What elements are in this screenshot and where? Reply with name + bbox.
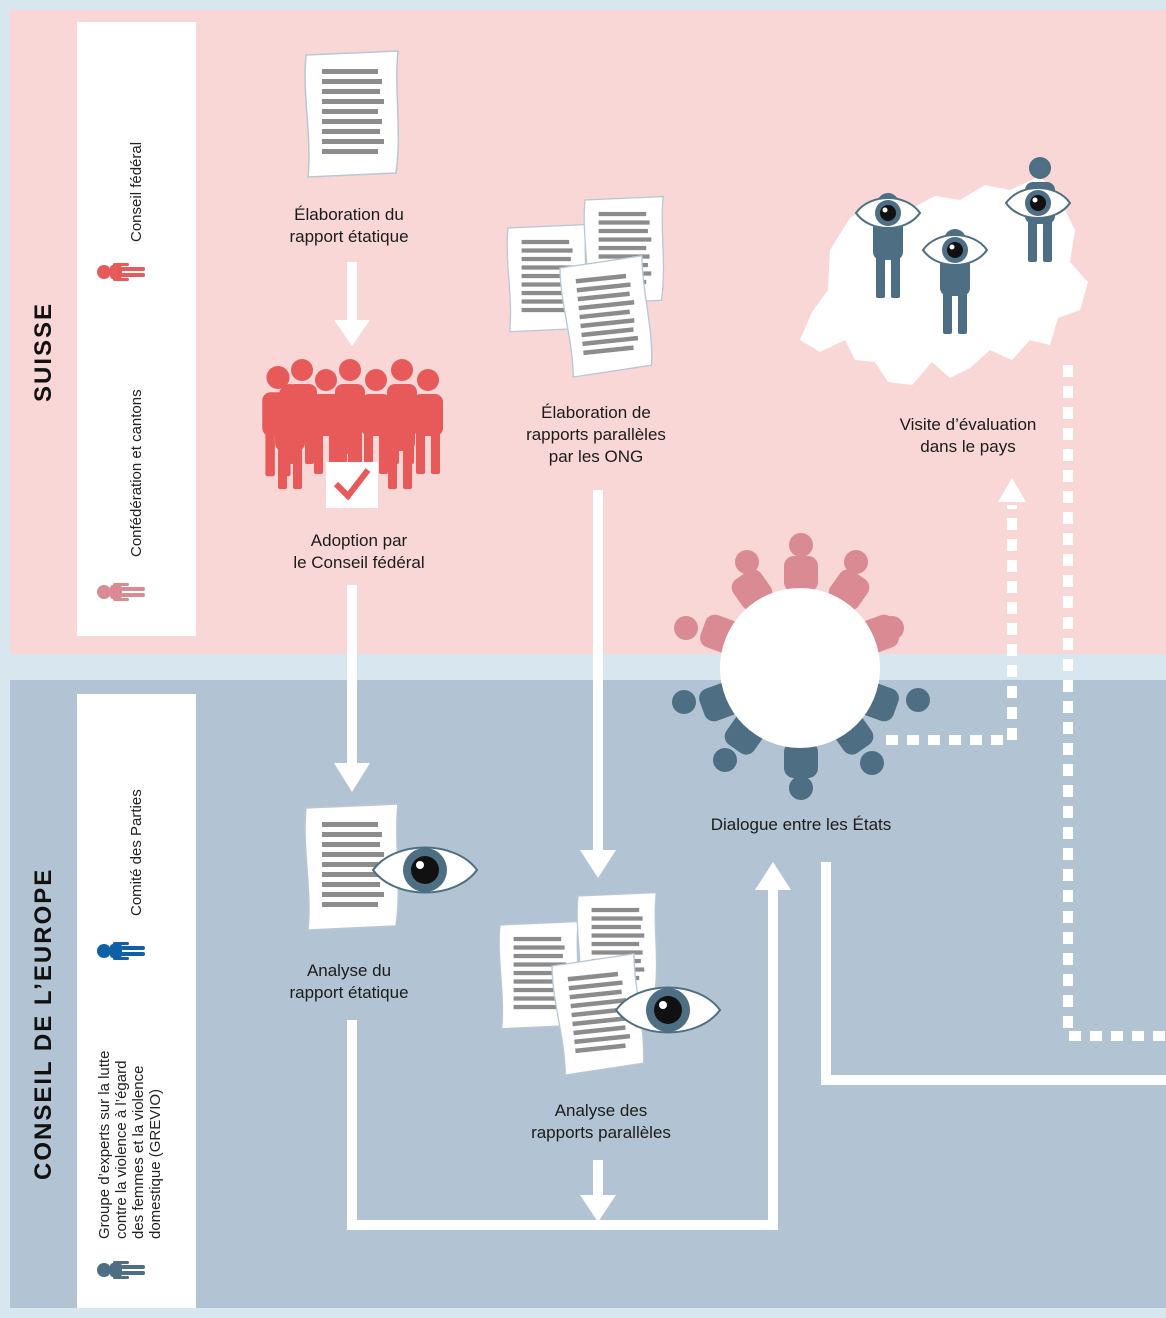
step-label-line: le Conseil fédéral — [293, 553, 425, 572]
arrow-heads — [334, 320, 1026, 1222]
step-label-line: Élaboration de — [541, 403, 651, 422]
step-label-line: Élaboration du — [294, 205, 404, 224]
legend-panel-europe — [77, 694, 196, 1308]
step-country-visit-label: Visite d’évaluation dans le pays — [848, 414, 1088, 458]
parallel-reports-document-icon — [498, 891, 658, 1076]
arrow-head — [580, 850, 616, 878]
dotted-line — [886, 505, 1017, 745]
step-ngo-reports-label: Élaboration de rapports parallèles par l… — [476, 402, 716, 468]
arrow-head — [580, 1195, 616, 1222]
arrow-line — [347, 888, 778, 1230]
step-label-line: dans le pays — [920, 437, 1016, 456]
flow-arrows — [347, 262, 1166, 1230]
canton-person-icon — [97, 583, 145, 601]
step-dialogue-label: Dialogue entre les États — [681, 814, 921, 836]
state-report-document-icon — [304, 50, 400, 178]
arrow-head — [334, 763, 370, 792]
checkmark-icon — [326, 462, 378, 508]
step-label-line: Dialogue entre les États — [710, 815, 892, 834]
step-label-line: Analyse du — [306, 961, 392, 980]
legend-panel-suisse — [77, 22, 196, 636]
arrow-head — [755, 862, 791, 890]
step-label-line: rapports parallèles — [531, 1123, 671, 1142]
step-analysis-state-label: Analyse du rapport étatique — [229, 960, 469, 1004]
step-analysis-parallel-label: Analyse des rapports parallèles — [481, 1100, 721, 1144]
federal-council-person-icon — [97, 263, 145, 281]
arrow-line — [821, 862, 1166, 1085]
arrow-head — [998, 478, 1026, 502]
step-state-report-label: Élaboration du rapport étatique — [229, 204, 469, 248]
step-adoption-label: Adoption par le Conseil fédéral — [239, 530, 479, 574]
step-label-line: rapport étatique — [289, 983, 409, 1002]
step-label-line: Visite d’évaluation — [899, 415, 1037, 434]
step-label-line: Analyse des — [554, 1101, 648, 1120]
step-label-line: par les ONG — [548, 447, 644, 466]
ngo-reports-document-icon — [506, 195, 665, 378]
dotted-arrows — [886, 365, 1166, 1041]
arrow-head — [334, 320, 370, 346]
dotted-line — [1063, 365, 1166, 1041]
step-label-line: Adoption par — [310, 531, 408, 550]
step-label-line: rapport étatique — [289, 227, 409, 246]
grevio-person-icon — [97, 1261, 145, 1279]
step-label-line: rapports parallèles — [526, 425, 666, 444]
round-table-icon — [672, 533, 930, 800]
committee-person-icon — [97, 942, 145, 960]
